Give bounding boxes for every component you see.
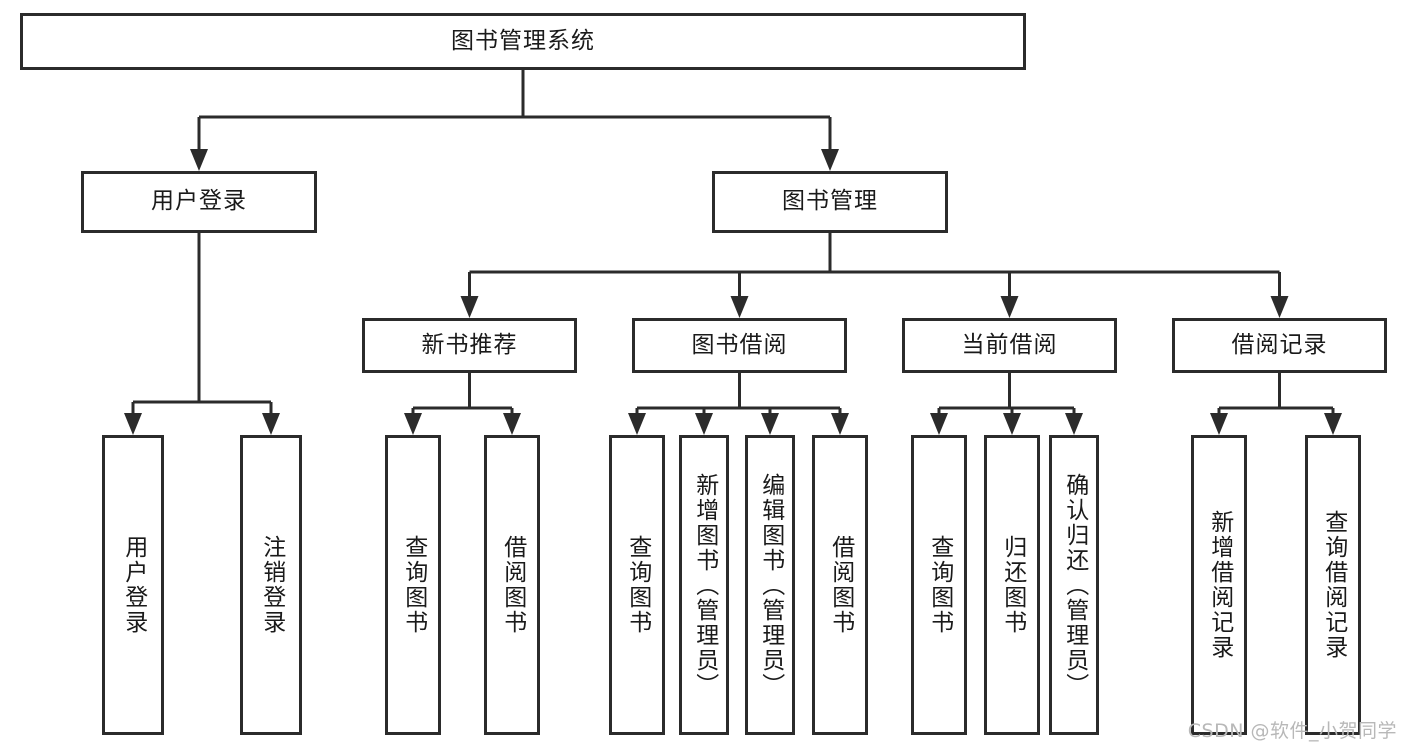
- arrow-head-leaf_1: [262, 413, 280, 435]
- arrow-head-l2_0: [460, 296, 479, 318]
- arrow-head-leaf_8: [930, 413, 948, 435]
- node-leaf_12[interactable]: 查询借阅记录: [1305, 435, 1361, 735]
- node-leaf_11[interactable]: 新增借阅记录: [1191, 435, 1247, 735]
- arrow-head-l2_3: [1270, 296, 1289, 318]
- node-leaf_10-label: 确认归还（管理员）: [1061, 472, 1088, 698]
- node-leaf_8-label: 查询图书: [926, 535, 953, 635]
- node-l1_0-label: 用户登录: [151, 188, 247, 215]
- node-l1_1[interactable]: 图书管理: [712, 171, 948, 233]
- node-leaf_2-label: 查询图书: [400, 535, 427, 635]
- arrow-head-leaf_6: [761, 413, 779, 435]
- node-leaf_1-label: 注销登录: [258, 535, 285, 635]
- node-l2_1[interactable]: 图书借阅: [632, 318, 847, 373]
- node-leaf_10[interactable]: 确认归还（管理员）: [1049, 435, 1099, 735]
- node-l2_3[interactable]: 借阅记录: [1172, 318, 1387, 373]
- node-leaf_9[interactable]: 归还图书: [984, 435, 1040, 735]
- node-leaf_11-label: 新增借阅记录: [1206, 510, 1233, 660]
- node-root-label: 图书管理系统: [451, 27, 595, 54]
- arrow-head-leaf_0: [124, 413, 142, 435]
- arrow-head-l2_2: [1000, 296, 1019, 318]
- node-leaf_6[interactable]: 编辑图书（管理员）: [745, 435, 795, 735]
- node-l2_1-label: 图书借阅: [691, 331, 788, 358]
- arrow-head-leaf_5: [695, 413, 713, 435]
- node-leaf_0-label: 用户登录: [120, 535, 147, 635]
- node-l2_0[interactable]: 新书推荐: [362, 318, 577, 373]
- node-l2_3-label: 借阅记录: [1231, 331, 1328, 358]
- node-leaf_3-label: 借阅图书: [499, 535, 526, 635]
- node-leaf_8[interactable]: 查询图书: [911, 435, 967, 735]
- node-l1_0[interactable]: 用户登录: [81, 171, 317, 233]
- node-l2_2[interactable]: 当前借阅: [902, 318, 1117, 373]
- node-leaf_4-label: 查询图书: [624, 535, 651, 635]
- node-root[interactable]: 图书管理系统: [20, 13, 1026, 70]
- node-l2_2-label: 当前借阅: [961, 331, 1058, 358]
- arrow-head-l2_1: [730, 296, 749, 318]
- arrow-head-leaf_2: [404, 413, 422, 435]
- arrow-head-l1_0: [190, 149, 208, 171]
- arrow-head-leaf_12: [1324, 413, 1342, 435]
- node-leaf_9-label: 归还图书: [999, 535, 1026, 635]
- arrow-head-leaf_4: [628, 413, 646, 435]
- node-leaf_5-label: 新增图书（管理员）: [691, 472, 718, 698]
- node-leaf_0[interactable]: 用户登录: [102, 435, 164, 735]
- arrow-head-leaf_9: [1003, 413, 1021, 435]
- arrow-head-leaf_10: [1065, 413, 1083, 435]
- node-leaf_1[interactable]: 注销登录: [240, 435, 302, 735]
- node-l2_0-label: 新书推荐: [421, 331, 518, 358]
- node-leaf_3[interactable]: 借阅图书: [484, 435, 540, 735]
- node-leaf_6-label: 编辑图书（管理员）: [757, 472, 784, 698]
- arrow-head-l1_1: [821, 149, 839, 171]
- arrow-head-leaf_3: [503, 413, 521, 435]
- node-leaf_12-label: 查询借阅记录: [1320, 510, 1347, 660]
- node-leaf_5[interactable]: 新增图书（管理员）: [679, 435, 729, 735]
- node-leaf_7-label: 借阅图书: [827, 535, 854, 635]
- arrow-head-leaf_7: [831, 413, 849, 435]
- node-l1_1-label: 图书管理: [782, 188, 878, 215]
- node-leaf_2[interactable]: 查询图书: [385, 435, 441, 735]
- node-leaf_4[interactable]: 查询图书: [609, 435, 665, 735]
- node-leaf_7[interactable]: 借阅图书: [812, 435, 868, 735]
- arrow-head-leaf_11: [1210, 413, 1228, 435]
